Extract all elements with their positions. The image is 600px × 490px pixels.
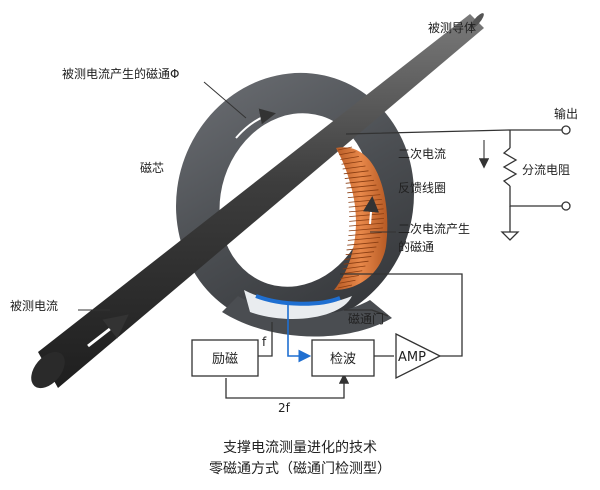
- coil-winding: [344, 256, 372, 260]
- secondary-flux-label-1: 二次电流产生: [398, 222, 470, 236]
- coil-winding: [344, 175, 372, 179]
- feedback-coil-label: 反馈线圈: [398, 181, 446, 195]
- output-label: 输出: [554, 106, 578, 121]
- amp-label: AMP: [398, 350, 426, 365]
- measured-current-label: 被测电流: [10, 299, 58, 313]
- coil-winding: [347, 237, 381, 241]
- coil-winding: [345, 179, 375, 184]
- coil-winding: [346, 246, 377, 251]
- coil-winding: [349, 222, 384, 227]
- signal-path: [287, 304, 312, 363]
- conductor-label: 被测导体: [428, 21, 476, 35]
- circuit-wiring: [225, 129, 562, 399]
- caption-line-2: 零磁通方式（磁通门检测型）: [209, 461, 391, 477]
- coil-winding: [342, 265, 366, 270]
- coil-winding: [343, 170, 369, 175]
- core-front: [222, 290, 392, 337]
- caption-line-1: 支撑电流测量进化的技术: [223, 440, 377, 456]
- coil-winding: [339, 279, 356, 284]
- amp-block: AMP: [395, 332, 442, 380]
- secondary-flux-label-2: 的磁通: [398, 239, 434, 254]
- excitation-label: 励磁: [212, 352, 238, 367]
- coil-winding: [337, 146, 353, 151]
- detection-label: 检波: [330, 352, 356, 367]
- core-label: 磁芯: [140, 160, 164, 175]
- coil-winding: [341, 270, 363, 275]
- two-f-label: 2f: [278, 401, 291, 415]
- coil-winding: [349, 217, 384, 222]
- coil-winding: [341, 160, 363, 165]
- detection-block: 检波: [311, 339, 375, 377]
- coil-winding: [347, 189, 379, 194]
- coil-winding: [345, 251, 375, 256]
- coil-winding: [349, 213, 384, 218]
- secondary-current-label: 二次电流: [398, 147, 446, 161]
- coil-winding: [348, 232, 382, 237]
- coil-winding: [342, 165, 366, 170]
- shunt-label: 分流电阻: [522, 163, 570, 177]
- output-terminals: [561, 125, 571, 211]
- flux-label: 被测电流产生的磁通Φ: [62, 66, 179, 81]
- coil-winding: [340, 156, 359, 160]
- coil-winding: [337, 284, 353, 289]
- flux-arrows: [87, 108, 379, 348]
- coil-winding: [343, 260, 369, 265]
- flux-leader: [203, 81, 247, 119]
- coil-winding: [340, 275, 359, 279]
- coil-winding: [339, 151, 356, 156]
- excitation-block: 励磁: [191, 339, 259, 377]
- coil-winding: [346, 184, 377, 189]
- coil-winding: [348, 227, 383, 232]
- f-label: f: [262, 335, 267, 349]
- conductor-rod: [31, 13, 484, 389]
- coil-winding: [347, 241, 379, 246]
- fluxgate-label: 磁通门: [348, 311, 384, 326]
